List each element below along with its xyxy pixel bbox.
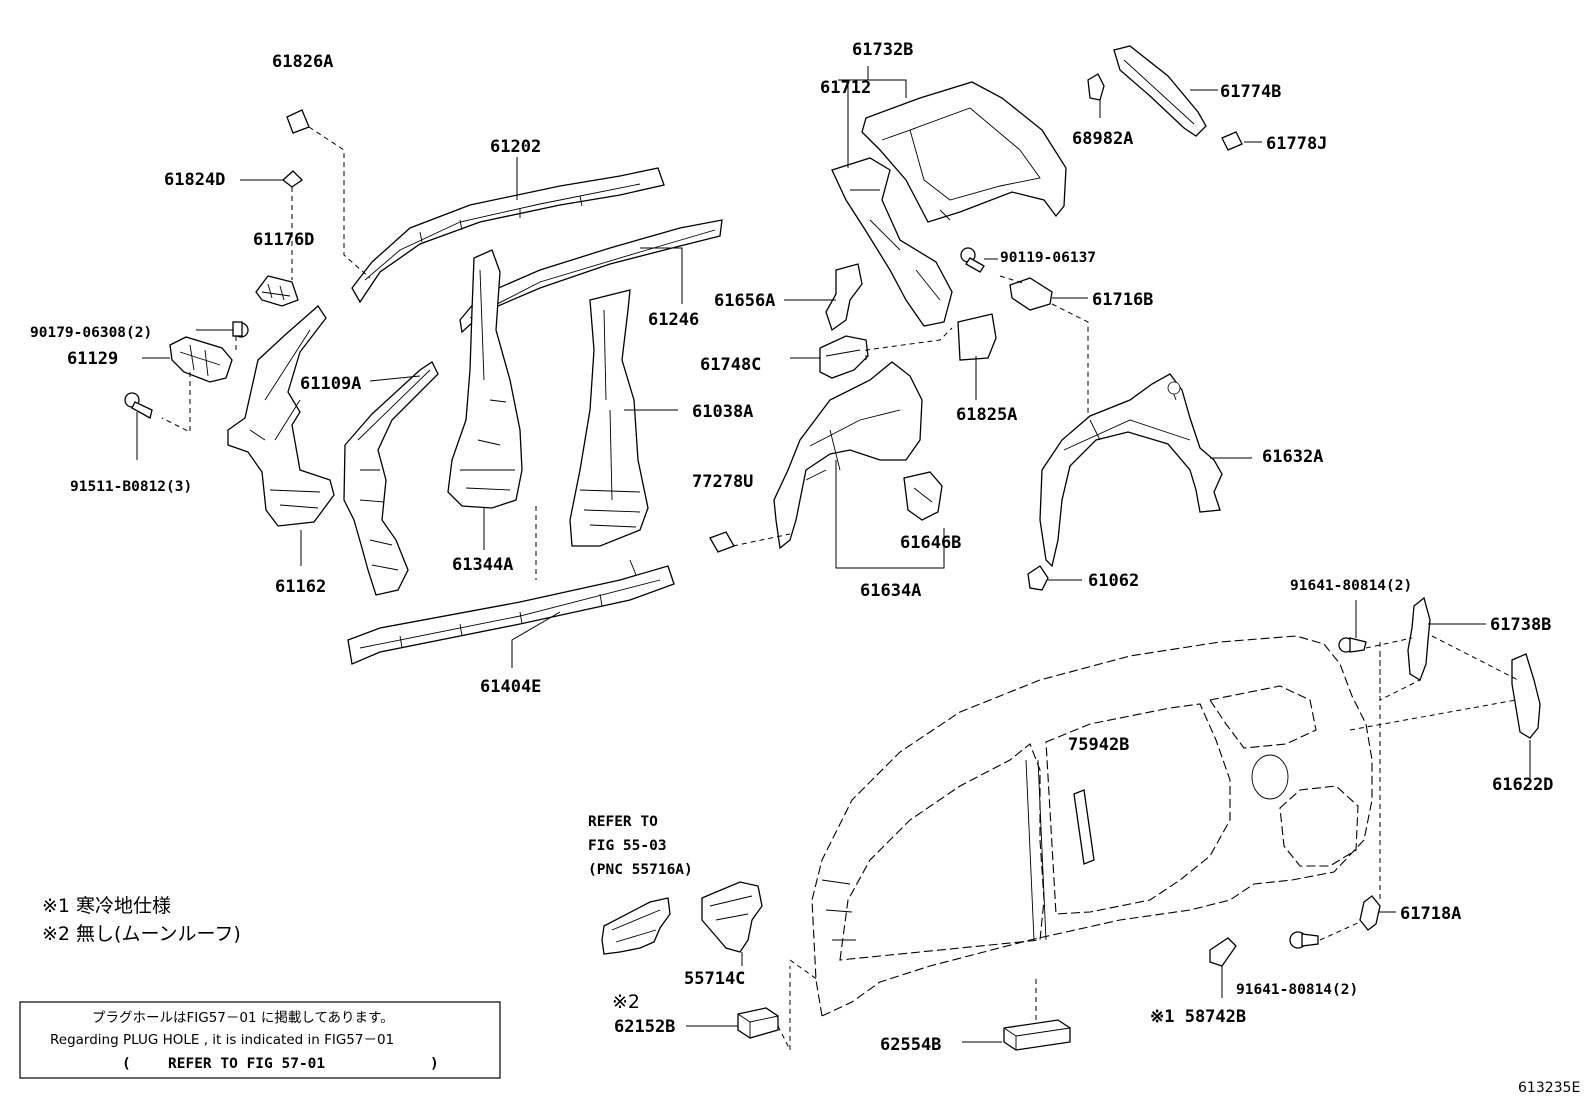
label-61622D: 61622D bbox=[1492, 775, 1553, 795]
label-62554B: 62554B bbox=[880, 1035, 941, 1055]
note-line-jp: プラグホールはFIG57－01 に掲載してあります。 bbox=[92, 1010, 394, 1026]
part-61129-bracket bbox=[169, 336, 233, 383]
label-61646B: 61646B bbox=[900, 533, 961, 553]
part-61778J-clip bbox=[1221, 131, 1243, 151]
label-61038A: 61038A bbox=[692, 402, 753, 422]
label-61109A: 61109A bbox=[300, 374, 361, 394]
label-61634A: 61634A bbox=[860, 581, 921, 601]
label-61825A: 61825A bbox=[956, 405, 1017, 425]
part-61826A-pad bbox=[286, 109, 310, 134]
part-61748C-bracket bbox=[819, 335, 869, 379]
part-61774B-rail bbox=[1113, 45, 1207, 137]
note-paren-open: ( bbox=[122, 1056, 131, 1072]
label-61826A: 61826A bbox=[272, 52, 333, 72]
figure-id: 613235E bbox=[1518, 1080, 1580, 1096]
label-62152B: 62152B bbox=[614, 1017, 675, 1037]
part-68982A-bracket bbox=[1087, 73, 1105, 101]
part-62554B-block bbox=[1003, 1019, 1071, 1051]
label-61718A: 61718A bbox=[1400, 904, 1461, 924]
part-62152B-block bbox=[737, 1007, 779, 1039]
part-61656A-bracket bbox=[825, 263, 863, 332]
part-labels: 61826A 61824D 61176D 90179-06308(2) 6112… bbox=[30, 40, 1553, 1055]
label-58742B: ※1 58742B bbox=[1150, 1007, 1246, 1027]
label-61129: 61129 bbox=[67, 349, 118, 369]
refer-line-3: (PNC 55716A) bbox=[588, 862, 693, 878]
label-61162: 61162 bbox=[275, 577, 326, 597]
part-61162-a-pillar bbox=[227, 305, 335, 527]
part-61716B-bracket bbox=[1009, 277, 1053, 311]
label-61738B: 61738B bbox=[1490, 615, 1551, 635]
part-61038A-b-pillar bbox=[569, 289, 649, 547]
part-91511-bolt bbox=[124, 392, 153, 419]
part-61176D-bracket bbox=[255, 275, 299, 307]
refer-line-1: REFER TO bbox=[588, 814, 658, 830]
part-61634A-wheelhouse-inner bbox=[773, 361, 923, 550]
part-58742B-pad bbox=[1209, 937, 1237, 967]
label-61202: 61202 bbox=[490, 137, 541, 157]
label-61774B: 61774B bbox=[1220, 82, 1281, 102]
part-77278U-clip bbox=[709, 531, 735, 553]
label-91511: 91511-B0812(3) bbox=[70, 479, 192, 495]
part-61109A-pillar bbox=[343, 361, 439, 596]
part-61825A-pad bbox=[957, 313, 997, 361]
label-61246: 61246 bbox=[648, 310, 699, 330]
part-61622D-bracket bbox=[1511, 653, 1541, 739]
label-75942B: 75942B bbox=[1068, 735, 1129, 755]
body-side-panel bbox=[811, 635, 1373, 1017]
label-61656A: 61656A bbox=[714, 291, 775, 311]
label-61176D: 61176D bbox=[253, 230, 314, 250]
note-paren-close: ) bbox=[430, 1056, 439, 1072]
label-91641b: 91641-80814(2) bbox=[1236, 982, 1358, 998]
plug-hole-note-box: プラグホールはFIG57－01 に掲載してあります。 Regarding PLU… bbox=[19, 1001, 501, 1079]
note-refer: REFER TO FIG 57-01 bbox=[168, 1056, 325, 1072]
label-61716B: 61716B bbox=[1092, 290, 1153, 310]
part-61732B-quarter-inner bbox=[861, 81, 1067, 223]
refer-line-2: FIG 55-03 bbox=[588, 838, 667, 854]
label-61062: 61062 bbox=[1088, 571, 1139, 591]
part-61404E-rocker bbox=[347, 559, 675, 665]
label-61778J: 61778J bbox=[1266, 134, 1327, 154]
part-90119-bolt bbox=[960, 247, 985, 273]
part-61632A-wheelhouse-outer bbox=[1039, 373, 1223, 568]
part-61062-bracket bbox=[1027, 565, 1049, 591]
part-91641-bolt-lower bbox=[1289, 931, 1319, 949]
legend: ※1 寒冷地仕様 ※2 無し(ムーンルーフ) bbox=[42, 895, 241, 945]
label-61712: 61712 bbox=[820, 78, 871, 98]
label-61824D: 61824D bbox=[164, 170, 225, 190]
label-90119: 90119-06137 bbox=[1000, 250, 1096, 266]
label-68982A: 68982A bbox=[1072, 129, 1133, 149]
note-line-en: Regarding PLUG HOLE , it is indicated in… bbox=[50, 1032, 394, 1048]
label-61344A: 61344A bbox=[452, 555, 513, 575]
part-61646B-bracket bbox=[903, 471, 943, 521]
label-62152B-note: ※2 bbox=[612, 991, 640, 1013]
label-61748C: 61748C bbox=[700, 355, 761, 375]
part-61344A-b-pillar-inner bbox=[447, 249, 523, 509]
part-61712-d-pillar bbox=[831, 157, 953, 327]
part-90179-bolt bbox=[232, 321, 249, 338]
part-55716A-reference bbox=[601, 897, 671, 955]
part-61824D-pad bbox=[281, 170, 304, 188]
part-61202-roof-rail bbox=[351, 167, 665, 304]
label-61632A: 61632A bbox=[1262, 447, 1323, 467]
label-55714C: 55714C bbox=[684, 969, 745, 989]
label-77278U: 77278U bbox=[692, 472, 753, 492]
part-91641-bolt-upper bbox=[1338, 637, 1367, 653]
label-61404E: 61404E bbox=[480, 677, 541, 697]
legend-note-1: ※1 寒冷地仕様 bbox=[42, 895, 171, 917]
part-55714C-bracket bbox=[701, 881, 763, 953]
part-61738B-bracket bbox=[1407, 596, 1431, 681]
part-61718A-bracket bbox=[1359, 895, 1381, 931]
label-61732B: 61732B bbox=[852, 40, 913, 60]
leader-lines bbox=[136, 66, 1531, 1051]
legend-note-2: ※2 無し(ムーンルーフ) bbox=[42, 923, 241, 945]
label-91641a: 91641-80814(2) bbox=[1290, 578, 1412, 594]
label-90179: 90179-06308(2) bbox=[30, 325, 152, 341]
